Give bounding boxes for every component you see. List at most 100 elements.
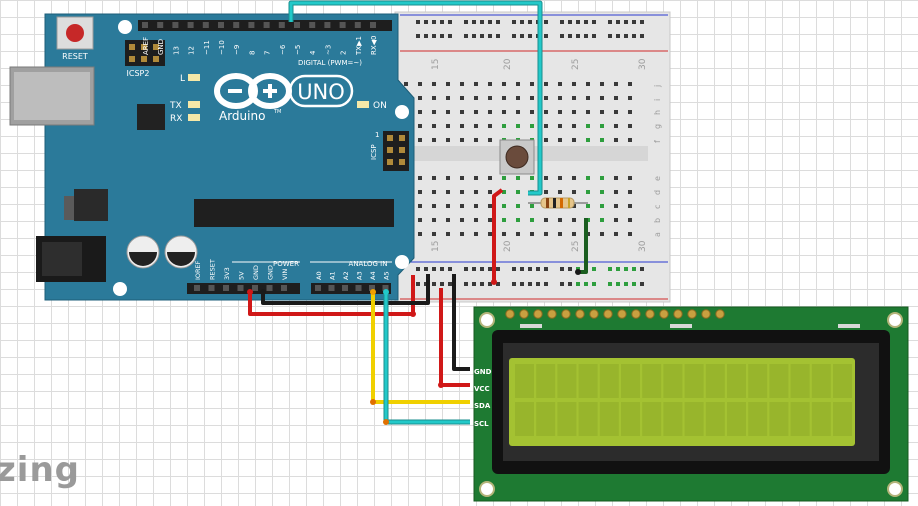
digital-pin-hole[interactable] xyxy=(278,22,285,28)
power-pin-hole[interactable] xyxy=(208,285,215,291)
breadboard-hole xyxy=(460,138,464,142)
breadboard-hole xyxy=(418,218,422,222)
icsp-header xyxy=(383,131,409,171)
rail-hole xyxy=(592,282,596,286)
lcd-mounting-hole xyxy=(479,312,495,328)
rail-hole xyxy=(472,282,476,286)
lcd-top-pin xyxy=(603,309,613,319)
rail-hole xyxy=(568,20,572,24)
lcd-mounting-hole xyxy=(479,481,495,497)
rail-hole xyxy=(416,34,420,38)
digital-pin-hole[interactable] xyxy=(142,22,148,28)
digital-pin-hole[interactable] xyxy=(248,22,255,28)
breadboard-hole xyxy=(530,176,534,180)
digital-pin-hole[interactable] xyxy=(157,22,164,28)
digital-pin-label: RX◀0 xyxy=(370,36,378,56)
lcd-character-cell xyxy=(578,364,598,398)
rail-hole xyxy=(480,282,484,286)
analog-pin-hole[interactable] xyxy=(342,285,348,291)
digital-pin-hole[interactable] xyxy=(339,22,346,28)
rail-hole xyxy=(520,282,524,286)
icsp-pin xyxy=(387,135,393,141)
push-button-cap[interactable] xyxy=(505,145,529,169)
breadboard-hole xyxy=(516,176,520,180)
power-pin-hole[interactable] xyxy=(281,285,287,291)
power-pin-hole[interactable] xyxy=(194,285,200,291)
digital-pin-label: ~10 xyxy=(218,40,226,55)
rail-hole xyxy=(448,267,452,271)
col-number-30-bottom: 30 xyxy=(638,240,648,252)
digital-pin-hole[interactable] xyxy=(370,22,376,28)
led-rx-label: RX xyxy=(170,114,182,124)
breadboard-hole xyxy=(558,138,562,142)
breadboard-hole xyxy=(488,96,492,100)
breadboard-hole xyxy=(628,204,632,208)
digital-pin-hole[interactable] xyxy=(354,22,361,28)
breadboard-hole xyxy=(600,218,604,222)
digital-pin-hole[interactable] xyxy=(294,22,300,28)
resistor-body xyxy=(540,197,575,209)
breadboard-hole xyxy=(628,218,632,222)
lcd-mark xyxy=(670,324,692,328)
rail-hole xyxy=(440,282,444,286)
digital-pin-hole[interactable] xyxy=(172,22,179,28)
digital-pin-hole[interactable] xyxy=(202,22,209,28)
breadboard-hole xyxy=(600,232,604,236)
wire-black-gnd[interactable] xyxy=(261,274,430,305)
lcd-character-cell xyxy=(557,402,577,436)
wire-red-5v[interactable] xyxy=(248,275,415,316)
wire-end xyxy=(260,289,266,295)
analog-pin-hole[interactable] xyxy=(328,285,335,291)
analog-pin-hole[interactable] xyxy=(315,285,321,291)
push-button[interactable] xyxy=(499,139,535,175)
lcd-character-cell xyxy=(536,364,556,398)
rail-hole xyxy=(528,282,532,286)
icsp2-pin xyxy=(153,44,159,50)
icsp2-label: ICSP2 xyxy=(127,69,150,78)
breadboard-hole xyxy=(460,218,464,222)
power-pin-hole[interactable] xyxy=(223,285,229,291)
breadboard-hole xyxy=(418,232,422,236)
rail-hole xyxy=(576,34,580,38)
digital-pin-hole[interactable] xyxy=(187,22,194,28)
rail-hole xyxy=(584,34,588,38)
rail-hole xyxy=(480,34,484,38)
arduino-logo-icon xyxy=(214,73,292,109)
wire-red-button[interactable] xyxy=(492,188,504,282)
digital-pin-hole[interactable] xyxy=(309,22,316,28)
digital-pin-hole[interactable] xyxy=(324,22,331,28)
analog-pin-hole[interactable] xyxy=(369,285,375,291)
rail-hole xyxy=(544,34,548,38)
power-pin-hole[interactable] xyxy=(237,285,244,291)
breadboard-hole xyxy=(488,82,492,86)
mounting-hole xyxy=(395,105,409,119)
rail-hole xyxy=(496,20,500,24)
breadboard-hole xyxy=(600,110,604,114)
breadboard-hole xyxy=(474,82,478,86)
power-pin-hole[interactable] xyxy=(252,285,258,291)
lcd-character-cell xyxy=(642,402,662,436)
breadboard-hole xyxy=(446,218,450,222)
digital-pin-hole[interactable] xyxy=(263,22,270,28)
power-pin-hole[interactable] xyxy=(266,285,273,291)
wire-black-lcd-gnd[interactable] xyxy=(452,274,470,371)
rail-hole xyxy=(560,34,564,38)
breadboard-hole xyxy=(572,176,576,180)
breadboard-hole xyxy=(544,110,548,114)
rail-hole xyxy=(488,34,492,38)
reset-button-cap[interactable] xyxy=(66,24,84,42)
breadboard-hole xyxy=(530,218,534,222)
analog-pin-hole[interactable] xyxy=(382,285,389,291)
breadboard-hole xyxy=(418,204,422,208)
digital-pin-label: 8 xyxy=(248,51,256,55)
digital-pin-hole[interactable] xyxy=(233,22,240,28)
lcd-top-pin xyxy=(561,309,571,319)
digital-pin-hole[interactable] xyxy=(218,22,224,28)
digital-pin-label: ~11 xyxy=(203,40,211,55)
rail-hole xyxy=(424,34,428,38)
analog-pin-hole[interactable] xyxy=(355,285,362,291)
wire-end xyxy=(491,279,497,285)
breadboard-hole xyxy=(474,190,478,194)
breadboard-hole xyxy=(544,218,548,222)
